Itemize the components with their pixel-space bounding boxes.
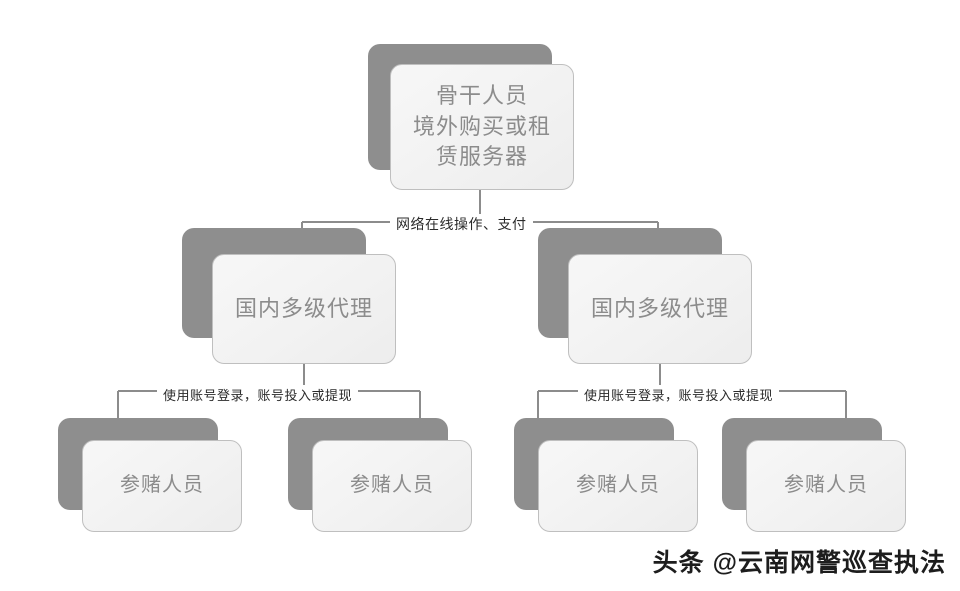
- node-gambler-1-label: 参赌人员: [120, 474, 204, 497]
- node-gambler-2[interactable]: 参赌人员: [288, 418, 472, 532]
- node-gambler-4[interactable]: 参赌人员: [722, 418, 906, 532]
- node-gambler-3-label: 参赌人员: [576, 474, 660, 497]
- node-gambler-3[interactable]: 参赌人员: [514, 418, 698, 532]
- node-agent-right[interactable]: 国内多级代理: [538, 228, 752, 364]
- edge-label-agent-right-to-gamblers: 使用账号登录，账号投入或提现: [578, 385, 780, 404]
- node-agent-right-card[interactable]: 国内多级代理: [568, 254, 752, 364]
- node-agent-left-card[interactable]: 国内多级代理: [212, 254, 396, 364]
- edge-label-root-to-agents: 网络在线操作、支付: [390, 214, 533, 234]
- node-root-label: 骨干人员 境外购买或租 赁服务器: [412, 83, 551, 170]
- node-agent-right-label: 国内多级代理: [590, 295, 729, 321]
- node-root-card[interactable]: 骨干人员 境外购买或租 赁服务器: [390, 64, 574, 190]
- node-gambler-2-label: 参赌人员: [350, 474, 434, 497]
- node-gambler-2-card[interactable]: 参赌人员: [312, 440, 472, 532]
- node-agent-left-label: 国内多级代理: [234, 295, 373, 321]
- node-gambler-4-card[interactable]: 参赌人员: [746, 440, 906, 532]
- node-root[interactable]: 骨干人员 境外购买或租 赁服务器: [368, 44, 574, 190]
- node-gambler-4-label: 参赌人员: [784, 474, 868, 497]
- node-agent-left[interactable]: 国内多级代理: [182, 228, 396, 364]
- watermark-text: 头条 @云南网警巡查执法: [652, 549, 946, 577]
- edge-label-agent-left-to-gamblers: 使用账号登录，账号投入或提现: [157, 385, 359, 404]
- node-gambler-1[interactable]: 参赌人员: [58, 418, 242, 532]
- node-gambler-3-card[interactable]: 参赌人员: [538, 440, 698, 532]
- node-gambler-1-card[interactable]: 参赌人员: [82, 440, 242, 532]
